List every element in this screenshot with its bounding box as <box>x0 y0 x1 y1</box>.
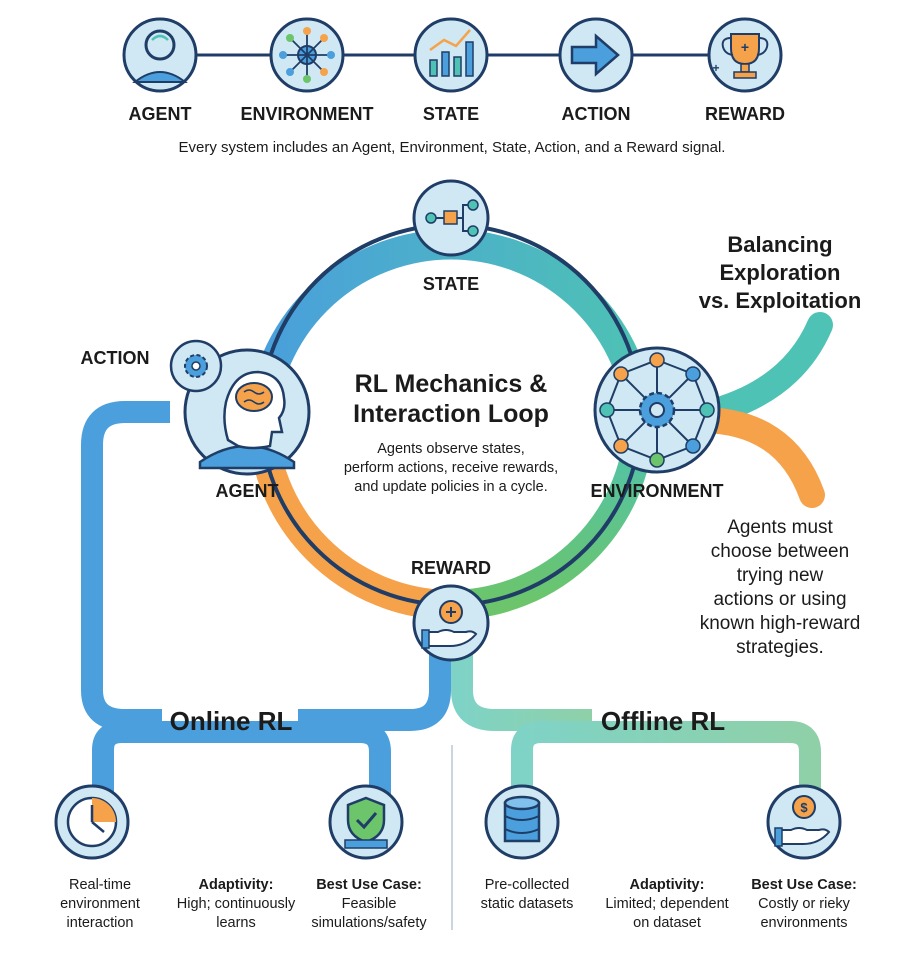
balance-text-line1: Agents must <box>727 517 833 538</box>
loop-state-label: STATE <box>423 274 479 294</box>
top-label-reward: REWARD <box>705 104 785 124</box>
agent-head-icon <box>122 17 198 93</box>
balance-text-line3: trying new <box>737 565 824 586</box>
offline-col3-line1: Costly or rieky <box>758 896 851 912</box>
online-col3-line2: simulations/safety <box>311 915 427 931</box>
balance-text-line2: choose between <box>711 541 849 562</box>
top-label-agent: AGENT <box>129 104 192 124</box>
online-col3-line1: Feasible <box>342 896 397 912</box>
arrow-right-icon <box>558 17 634 93</box>
balance-text-line4: actions or using <box>713 589 846 610</box>
online-col1-line2: environment <box>60 896 140 912</box>
online-col2-line2: learns <box>216 915 256 931</box>
top-caption: Every system includes an Agent, Environm… <box>179 139 726 156</box>
balance-title-line3: vs. Exploitation <box>699 288 862 313</box>
loop-agent-label: AGENT <box>216 481 279 501</box>
loop-reward-label: REWARD <box>411 558 491 578</box>
money-hand-icon: $ <box>766 784 842 860</box>
offline-col1-line2: static datasets <box>481 896 574 912</box>
loop-desc-line3: and update policies in a cycle. <box>354 479 547 495</box>
offline-col2-line2: on dataset <box>633 915 701 931</box>
top-label-state: STATE <box>423 104 479 124</box>
online-branch-lines <box>81 401 451 810</box>
offline-rl-title: Offline RL <box>601 706 725 736</box>
environment-network-icon <box>593 346 721 474</box>
reward-hand-icon <box>412 584 490 662</box>
top-label-action: ACTION <box>562 104 631 124</box>
loop-title-line1: RL Mechanics & <box>355 370 548 398</box>
top-label-environment: ENVIRONMENT <box>240 104 373 124</box>
svg-text:+: + <box>712 61 719 75</box>
online-col1-line1: Real-time <box>69 877 131 893</box>
loop-desc-line2: perform actions, receive rewards, <box>344 460 558 476</box>
state-node-icon <box>412 179 490 257</box>
network-gear-icon <box>269 17 345 93</box>
loop-action-label: ACTION <box>81 348 150 368</box>
trophy-icon: + + <box>707 17 783 93</box>
shield-check-icon <box>328 784 404 860</box>
offline-col1-line1: Pre-collected <box>485 877 570 893</box>
online-rl-title: Online RL <box>170 706 293 736</box>
gear-bubble-icon <box>169 339 223 393</box>
clock-icon <box>54 784 130 860</box>
balance-text-line5: known high-reward <box>700 613 861 634</box>
offline-col2-line1: Limited; dependent <box>605 896 728 912</box>
bar-chart-icon <box>413 17 489 93</box>
balance-title-line1: Balancing <box>727 232 832 257</box>
offline-branch-lines <box>451 650 821 810</box>
offline-col2-heading: Adaptivity: <box>630 877 705 893</box>
loop-desc-line1: Agents observe states, <box>377 441 525 457</box>
svg-text:+: + <box>741 39 749 55</box>
online-col1-line3: interaction <box>67 915 134 931</box>
balance-title-line2: Exploration <box>719 260 840 285</box>
online-col2-line1: High; continuously <box>177 896 296 912</box>
loop-title-line2: Interaction Loop <box>353 400 549 428</box>
loop-environment-label: ENVIRONMENT <box>590 481 723 501</box>
offline-col3-heading: Best Use Case: <box>751 877 857 893</box>
online-col3-heading: Best Use Case: <box>316 877 422 893</box>
offline-col3-line2: environments <box>760 915 847 931</box>
svg-text:$: $ <box>800 800 808 815</box>
balance-text-line6: strategies. <box>736 637 824 658</box>
database-icon <box>484 784 560 860</box>
online-col2-heading: Adaptivity: <box>199 877 274 893</box>
